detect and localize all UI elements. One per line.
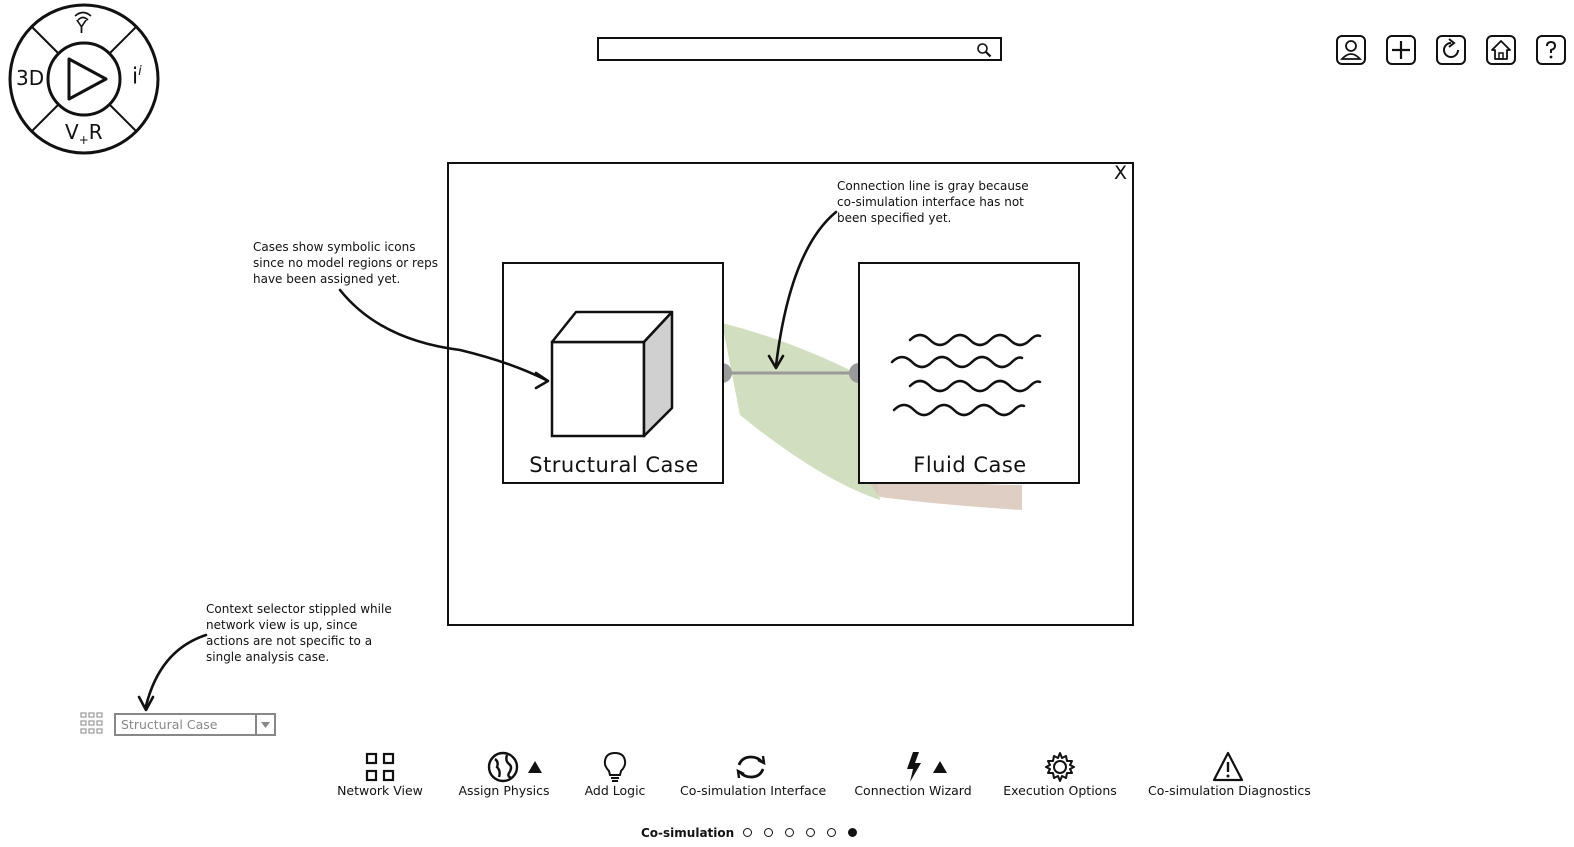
add-icon	[1392, 41, 1410, 59]
caret-up-icon[interactable]	[527, 760, 543, 774]
help-button[interactable]	[1536, 35, 1566, 65]
pager-dot[interactable]	[764, 828, 773, 837]
structural-case-label: Structural Case	[529, 453, 699, 477]
chevron-down-icon	[261, 722, 270, 728]
pager-dot[interactable]	[827, 828, 836, 837]
toolbar-cosim-interface[interactable]: Co-simulation Interface	[680, 750, 827, 800]
help-icon	[1546, 40, 1557, 59]
dialog-close-button[interactable]: X	[1114, 162, 1128, 184]
grid-icon[interactable]	[80, 712, 104, 736]
caret-up-icon[interactable]	[932, 760, 948, 774]
gear-icon	[1045, 752, 1075, 782]
network-view-label: Network View	[337, 783, 423, 798]
wheel-top-label[interactable]: Y	[76, 17, 87, 38]
user-button[interactable]	[1336, 35, 1366, 65]
search-input[interactable]	[603, 40, 967, 61]
cycle-icon	[736, 755, 766, 779]
toolbar-cosim-diagnostics[interactable]: Co-simulation Diagnostics	[1148, 750, 1311, 800]
connection-band-green	[722, 323, 880, 500]
globe-icon	[487, 751, 519, 783]
wheel-right-label[interactable]: ii	[132, 64, 142, 90]
toolbar-network-view[interactable]: Network View	[335, 750, 425, 800]
context-selector[interactable]: Structural Case	[114, 713, 276, 736]
connection-wizard-label: Connection Wizard	[854, 783, 972, 798]
cube-icon	[550, 310, 674, 438]
pager-dots[interactable]	[743, 828, 873, 839]
annotation-cases: Cases show symbolic icons since no model…	[253, 240, 438, 286]
annotation-context: Context selector stippled while network …	[206, 602, 392, 664]
play-icon	[67, 57, 108, 101]
context-selector-value: Structural Case	[121, 717, 218, 732]
wheel-bottom-label[interactable]: V+R	[65, 120, 103, 147]
search-icon[interactable]	[976, 42, 992, 58]
wifi-icon	[74, 11, 92, 21]
pager-label: Co-simulation	[641, 826, 735, 840]
structural-case-node[interactable]: Structural Case	[502, 262, 724, 484]
waves-icon	[890, 333, 1042, 417]
pager-dot[interactable]	[806, 828, 815, 837]
lightbulb-icon	[603, 751, 627, 782]
add-button[interactable]	[1386, 35, 1416, 65]
toolbar-add-logic[interactable]: Add Logic	[582, 750, 648, 800]
user-icon	[1339, 40, 1363, 60]
annotation-connection: Connection line is gray because co-simul…	[837, 179, 1029, 225]
fluid-case-node[interactable]: Fluid Case	[858, 262, 1080, 484]
home-icon	[1491, 40, 1511, 60]
pager-dot[interactable]	[848, 828, 857, 837]
add-logic-label: Add Logic	[584, 783, 646, 798]
toolbar-connection-wizard[interactable]: Connection Wizard	[852, 750, 974, 800]
radial-menu[interactable]	[6, 3, 162, 159]
refresh-icon	[1443, 38, 1459, 58]
toolbar-execution-options[interactable]: Execution Options	[1002, 750, 1118, 800]
context-selector-toggle[interactable]	[255, 715, 274, 734]
lightning-icon	[907, 752, 921, 782]
network-view-icon	[365, 752, 395, 782]
fluid-case-label: Fluid Case	[913, 453, 1027, 477]
refresh-button[interactable]	[1436, 35, 1466, 65]
pager-dot[interactable]	[785, 828, 794, 837]
warning-icon	[1212, 751, 1244, 782]
assign-physics-label: Assign Physics	[458, 783, 550, 798]
pager-dot[interactable]	[743, 828, 752, 837]
cosim-diagnostics-label: Co-simulation Diagnostics	[1148, 783, 1311, 798]
search-box[interactable]	[597, 37, 1002, 61]
home-button[interactable]	[1486, 35, 1516, 65]
execution-options-label: Execution Options	[1003, 783, 1117, 798]
wheel-left-label[interactable]: 3D	[16, 66, 45, 90]
toolbar-assign-physics[interactable]: Assign Physics	[455, 750, 553, 800]
cosim-interface-label: Co-simulation Interface	[680, 783, 827, 798]
